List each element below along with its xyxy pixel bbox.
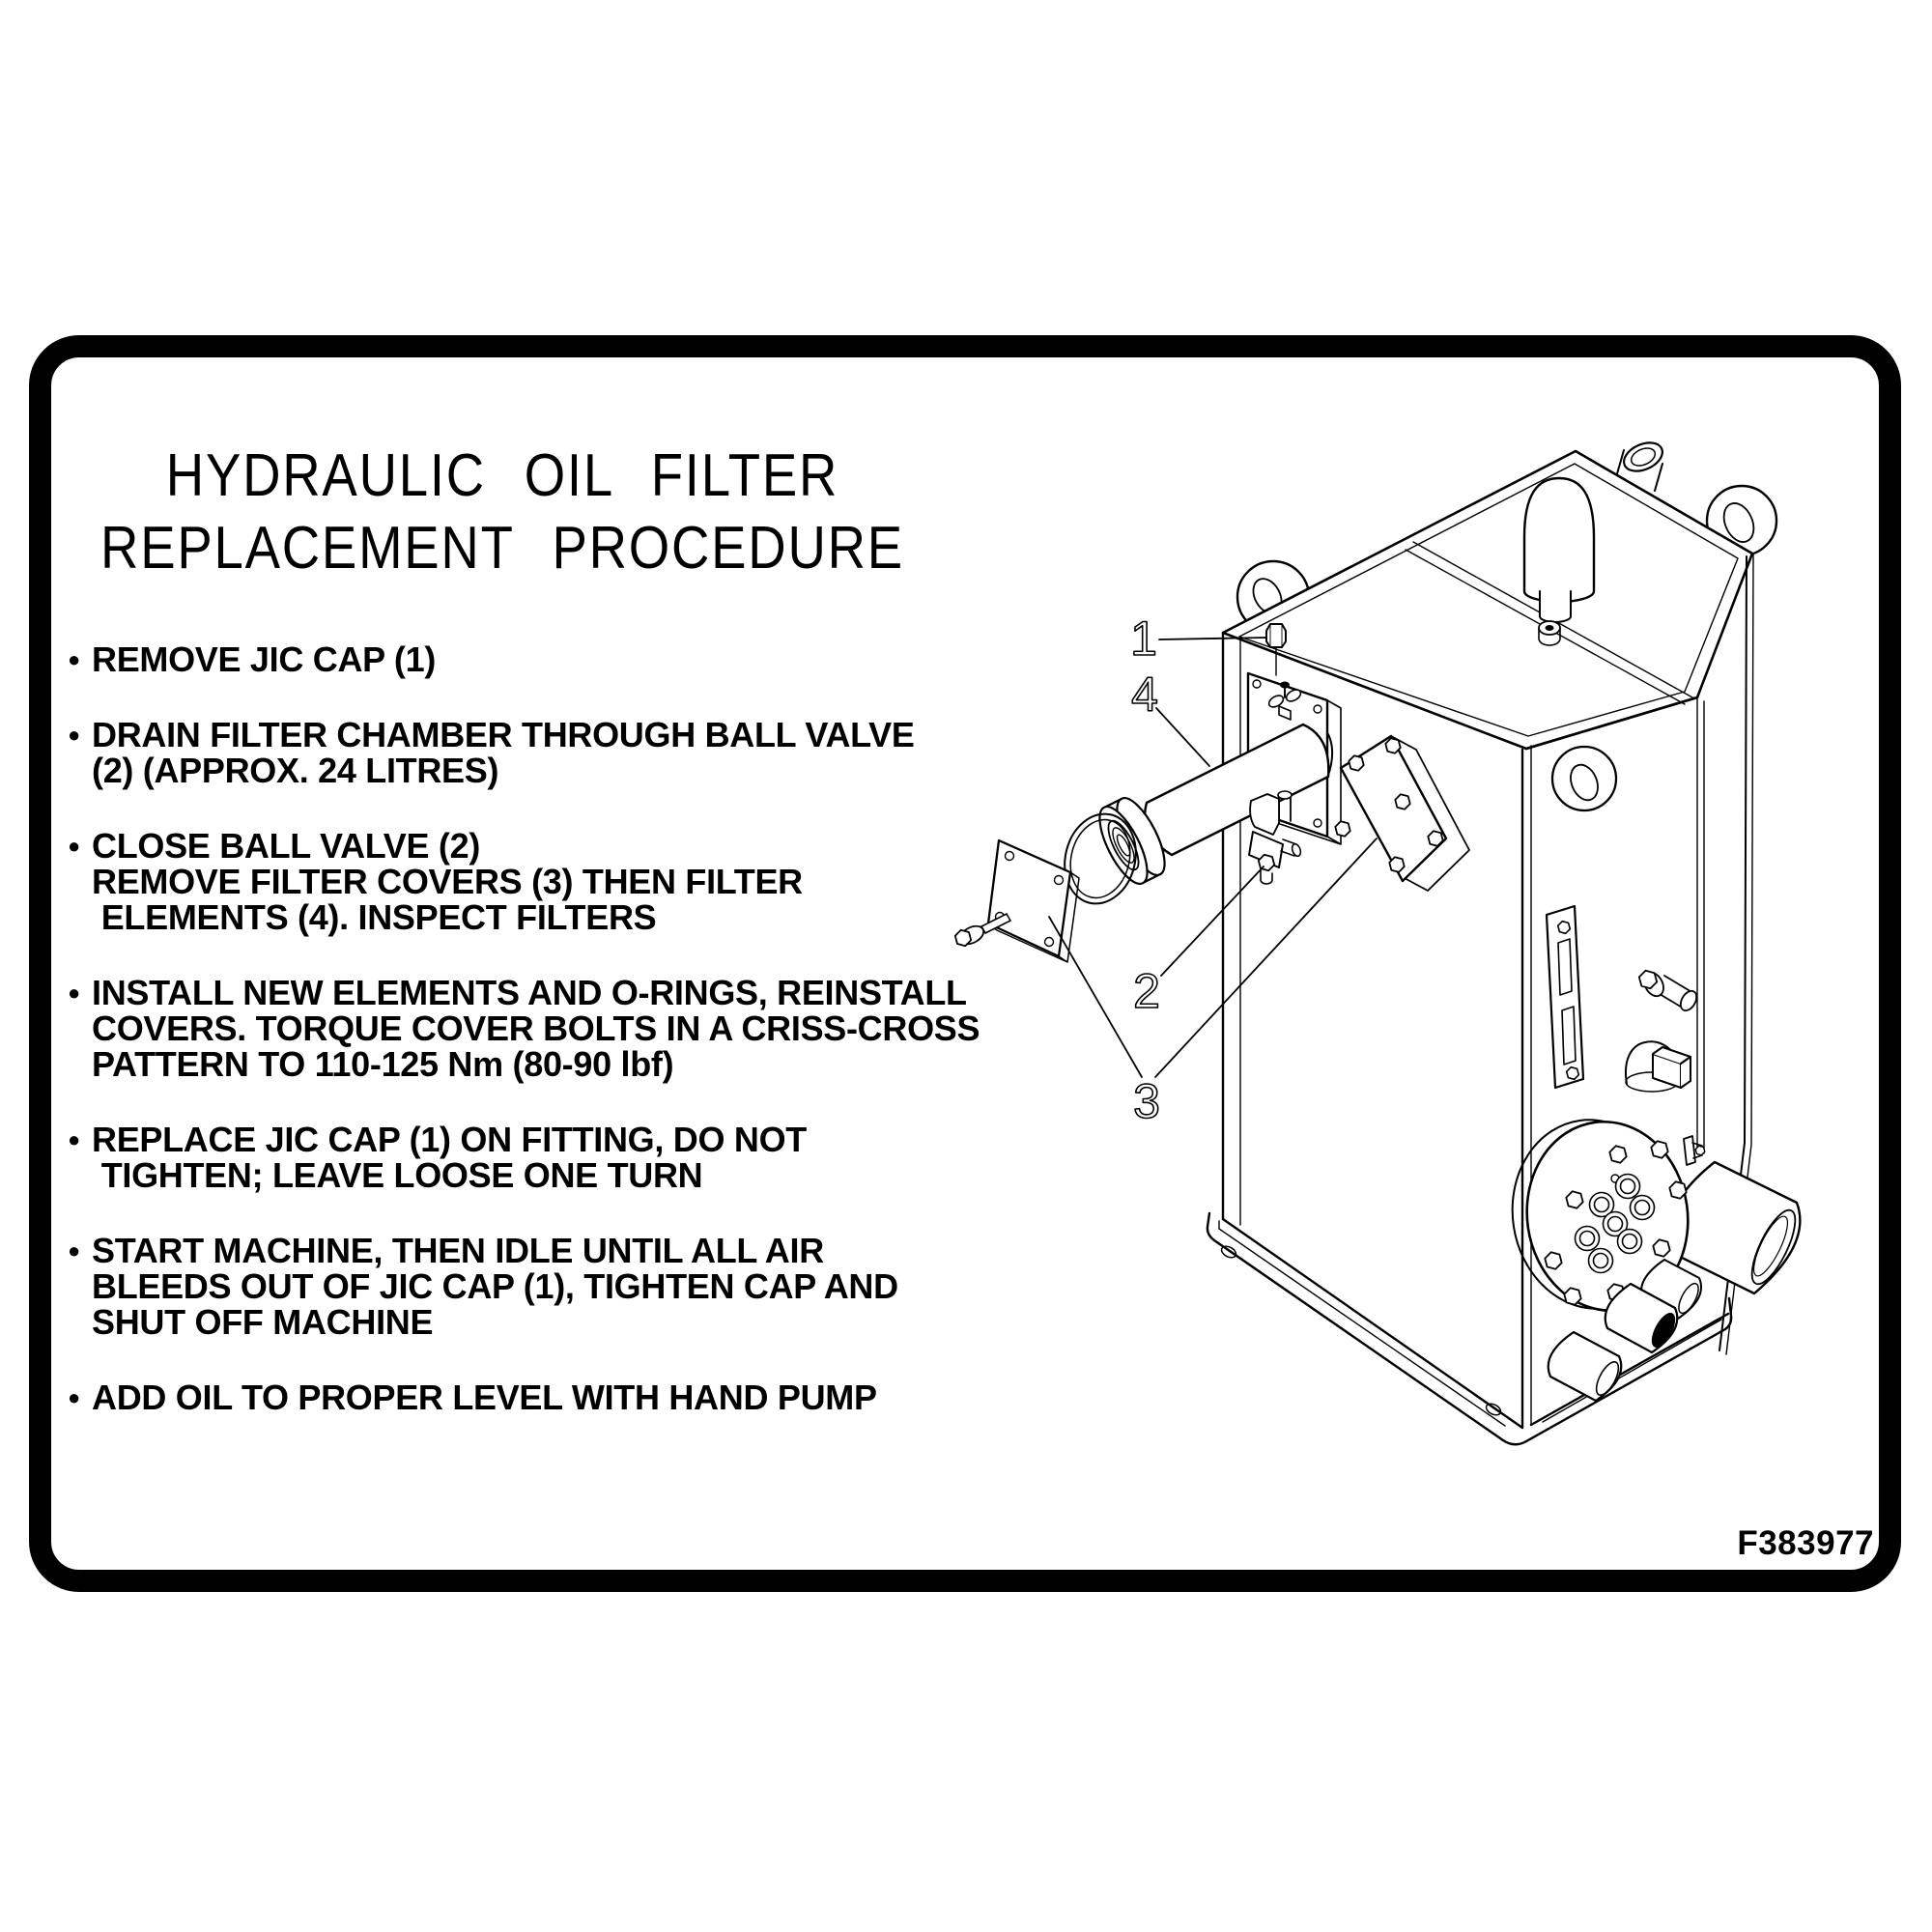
- procedure-line: ADD OIL TO PROPER LEVEL WITH HAND PUMP: [92, 1378, 877, 1417]
- procedure-line: ELEMENTS (4). INSPECT FILTERS: [92, 897, 657, 937]
- procedure-line: REPLACE JIC CAP (1) ON FITTING, DO NOT: [92, 1120, 807, 1159]
- procedure-line: CLOSE BALL VALVE (2): [92, 826, 481, 866]
- outlet-flange: [1511, 1119, 1690, 1313]
- procedure-line: TIGHTEN; LEAVE LOOSE ONE TURN: [92, 1155, 703, 1195]
- title-line-1: HYDRAULIC OIL FILTER: [165, 442, 839, 509]
- tank-top-face: [1221, 449, 1754, 751]
- procedure-line: REMOVE FILTER COVERS (3) THEN FILTER: [92, 862, 803, 901]
- sight-gauge: [1545, 904, 1585, 1090]
- ball-valve: [1248, 790, 1302, 885]
- callout-4: 4: [1131, 668, 1158, 722]
- procedure-line: INSTALL NEW ELEMENTS AND O-RINGS, REINST…: [92, 973, 967, 1012]
- callout-1: 1: [1130, 611, 1157, 666]
- keyhole-bracket: [1683, 1135, 1706, 1166]
- flange-ports: [1574, 1173, 1656, 1274]
- procedure-item: ● CLOSE BALL VALVE (2)REMOVE FILTER COVER…: [68, 828, 966, 935]
- callout-3: 3: [1133, 1074, 1160, 1128]
- bottom-pipe-stubs: [1547, 1259, 1702, 1403]
- filter-element: [1098, 723, 1330, 885]
- bullet-dot: ●: [68, 1238, 81, 1263]
- procedure-item: ● DRAIN FILTER CHAMBER THROUGH BALL VALVE…: [68, 717, 966, 788]
- leader-3b: [1154, 838, 1378, 1078]
- part-number: F383977: [1737, 1524, 1874, 1562]
- bullet-dot: ●: [68, 980, 81, 1005]
- procedure-line: START MACHINE, THEN IDLE UNTIL ALL AIR: [92, 1231, 824, 1270]
- flange-bolts: [1544, 1140, 1688, 1306]
- bullet-dot: ●: [68, 1385, 81, 1409]
- side-port-plug: [1637, 969, 1698, 1012]
- leader-4: [1155, 707, 1210, 767]
- cover-bolts: [1334, 737, 1444, 873]
- bullet-dot: ●: [68, 1127, 81, 1151]
- procedure-line: SHUT OFF MACHINE: [92, 1302, 434, 1342]
- procedure-line: (2) (APPROX. 24 LITRES): [92, 751, 499, 790]
- procedure-line: PATTERN TO 110-125 Nm (80-90 lbf): [92, 1044, 674, 1084]
- procedure-item: ●REPLACE JIC CAP (1) ON FITTING, DO NOT …: [68, 1122, 966, 1193]
- procedure-line: DRAIN FILTER CHAMBER THROUGH BALL VALVE: [92, 715, 915, 754]
- procedure-item: ● REMOVE JIC CAP (1): [68, 641, 966, 677]
- o-ring: [1064, 812, 1137, 905]
- filter-cover-plate-left: [986, 838, 1080, 963]
- leader-3a: [1048, 916, 1143, 1078]
- callout-2: 2: [1133, 964, 1160, 1018]
- procedure-item: ● INSTALL NEW ELEMENTS AND O-RINGS, REINS…: [68, 975, 980, 1082]
- mounting-ear-middle: [1524, 696, 1699, 812]
- procedure-item: ● ADD OIL TO PROPER LEVEL WITH HAND PUMP: [68, 1379, 966, 1415]
- leader-2: [1160, 866, 1264, 977]
- procedure-line: BLEEDS OUT OF JIC CAP (1), TIGHTEN CAP A…: [92, 1266, 898, 1306]
- procedure-line: COVERS. TORQUE COVER BOLTS IN A CRISS-CR…: [92, 1009, 980, 1048]
- page-title: HYDRAULIC OIL FILTER REPLACEMENT PROCEDU…: [95, 440, 911, 584]
- title-line-2: REPLACEMENT PROCEDURE: [100, 515, 904, 582]
- tank-base-plate: [1206, 1211, 1733, 1446]
- bullet-dot: ●: [68, 647, 81, 671]
- bullet-dot: ●: [68, 834, 81, 858]
- filter-cover-plate-right: [1334, 734, 1470, 892]
- bullet-dot: ●: [68, 723, 81, 747]
- procedure-list: ● REMOVE JIC CAP (1) ● DRAIN FILTER CHAMBER…: [68, 641, 980, 1455]
- callouts: 1 4 2 3: [1048, 611, 1378, 1129]
- breather-filler-cap: [1522, 476, 1596, 646]
- tank-body: [1206, 441, 1778, 1446]
- leader-1: [1158, 637, 1266, 640]
- boss-with-square-nut: [1625, 1040, 1691, 1093]
- cover-bolt: [953, 913, 1011, 948]
- jic-cap-fitting: [1265, 623, 1287, 676]
- top-port-tube: [1615, 441, 1663, 492]
- bleed-petcock: [1267, 681, 1302, 721]
- procedure-line: REMOVE JIC CAP (1): [92, 639, 437, 679]
